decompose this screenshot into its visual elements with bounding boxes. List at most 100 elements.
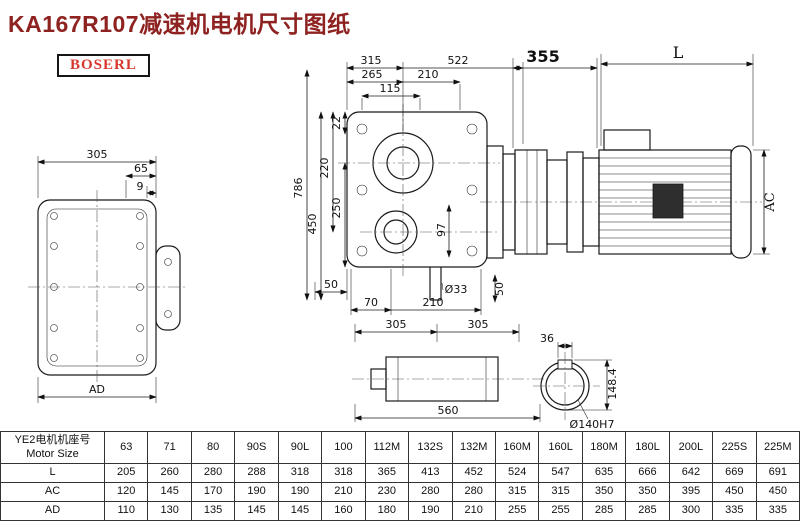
table-cell: 205 bbox=[103, 462, 149, 483]
dim-label-side-9: 9 bbox=[137, 180, 144, 193]
dim-label-50-right: 50 bbox=[493, 282, 506, 296]
dim-label-22: 22 bbox=[330, 116, 343, 130]
table-cell: 280 bbox=[451, 481, 496, 502]
table-cell: 255 bbox=[538, 500, 583, 521]
front-view: 315 522 265 210 115 786 450 220 22 250 9… bbox=[292, 54, 524, 315]
dim-label-70: 70 bbox=[364, 296, 378, 309]
table-header-cn: YE2电机机座号 bbox=[14, 434, 91, 446]
side-view-bolt-holes bbox=[50, 212, 144, 362]
dim-label-250: 250 bbox=[330, 198, 343, 219]
table-cell: 190 bbox=[408, 500, 453, 521]
dim-label-d33: Ø33 bbox=[445, 283, 468, 296]
table-cell: 315 bbox=[494, 481, 540, 502]
table-cell: 642 bbox=[668, 462, 714, 483]
dim-label-210-bottom: 210 bbox=[423, 296, 444, 309]
table-cell: 365 bbox=[364, 462, 410, 483]
motor-size-header-cell: 71 bbox=[147, 431, 192, 464]
table-cell: 145 bbox=[147, 481, 192, 502]
dim-label-AC: AC bbox=[763, 192, 778, 212]
table-cell: 255 bbox=[494, 500, 540, 521]
dim-label-786: 786 bbox=[292, 178, 305, 199]
motor-size-header-cell: 90L bbox=[277, 431, 323, 464]
dim-label-shaft-305-left: 305 bbox=[386, 318, 407, 331]
shaft-view: 305 305 560 bbox=[352, 318, 548, 422]
bore-view: 36 148.4 Ø140H7 bbox=[533, 332, 619, 431]
table-cell: 230 bbox=[364, 481, 410, 502]
dim-label-side-305: 305 bbox=[87, 148, 108, 161]
motor-size-header-cell: 200L bbox=[668, 431, 714, 464]
dim-label-560: 560 bbox=[438, 404, 459, 417]
motor-size-header-cell: 160L bbox=[538, 431, 583, 464]
dim-label-97: 97 bbox=[435, 223, 448, 237]
table-cell: 547 bbox=[538, 462, 583, 483]
table-cell: 160 bbox=[321, 500, 366, 521]
motor-size-header-cell: 180L bbox=[625, 431, 670, 464]
row-label: AD bbox=[0, 500, 105, 521]
motor-size-header-cell: 90S bbox=[234, 431, 279, 464]
table-cell: 190 bbox=[234, 481, 279, 502]
table-cell: 666 bbox=[625, 462, 670, 483]
table-cell: 145 bbox=[277, 500, 323, 521]
table-cell: 190 bbox=[277, 481, 323, 502]
motor-size-header-cell: 100 bbox=[321, 431, 366, 464]
dim-label-220: 220 bbox=[318, 158, 331, 179]
table-cell: 413 bbox=[408, 462, 453, 483]
motor-size-header-cell: 63 bbox=[103, 431, 149, 464]
table-header-first-cell: YE2电机机座号 Motor Size bbox=[0, 431, 105, 464]
table-cell: 691 bbox=[755, 462, 800, 483]
motor-size-header-cell: 132M bbox=[451, 431, 496, 464]
table-cell: 395 bbox=[668, 481, 714, 502]
table-cell: 285 bbox=[625, 500, 670, 521]
dim-label-shaft-305-right: 305 bbox=[468, 318, 489, 331]
table-cell: 260 bbox=[147, 462, 192, 483]
table-cell: 210 bbox=[451, 500, 496, 521]
table-cell: 450 bbox=[755, 481, 800, 502]
table-cell: 350 bbox=[581, 481, 627, 502]
page-title: KA167R107减速机电机尺寸图纸 bbox=[8, 11, 351, 37]
table-cell: 280 bbox=[190, 462, 236, 483]
dim-label-522: 522 bbox=[448, 54, 469, 67]
dim-label-265: 265 bbox=[362, 68, 383, 81]
dim-label-50-left: 50 bbox=[324, 278, 338, 291]
dim-label-450: 450 bbox=[306, 214, 319, 235]
table-cell: 315 bbox=[538, 481, 583, 502]
dim-label-L: L bbox=[673, 43, 684, 62]
table-cell: 170 bbox=[190, 481, 236, 502]
motor-size-header-cell: 160M bbox=[494, 431, 540, 464]
dim-label-side-65: 65 bbox=[134, 162, 148, 175]
dim-label-side-AD: AD bbox=[89, 383, 105, 396]
dim-label-210-top: 210 bbox=[418, 68, 439, 81]
table-cell: 285 bbox=[581, 500, 627, 521]
table-cell: 130 bbox=[147, 500, 192, 521]
dim-label-148: 148.4 bbox=[606, 368, 619, 400]
motor-view: 355 L AC bbox=[480, 43, 778, 259]
table-cell: 180 bbox=[364, 500, 410, 521]
table-header-en: Motor Size bbox=[26, 448, 79, 461]
table-cell: 318 bbox=[321, 462, 366, 483]
motor-size-header-cell: 132S bbox=[408, 431, 453, 464]
dim-label-115: 115 bbox=[380, 82, 401, 95]
technical-drawing: 305 65 9 AD 315 522 bbox=[28, 43, 778, 431]
table-cell: 110 bbox=[103, 500, 149, 521]
motor-size-header-cell: 80 bbox=[190, 431, 236, 464]
table-cell: 524 bbox=[494, 462, 540, 483]
table-cell: 350 bbox=[625, 481, 670, 502]
table-cell: 669 bbox=[712, 462, 757, 483]
front-view-bolt-holes bbox=[356, 123, 478, 257]
table-cell: 135 bbox=[190, 500, 236, 521]
table-cell: 452 bbox=[451, 462, 496, 483]
table-cell: 450 bbox=[712, 481, 757, 502]
table-cell: 318 bbox=[277, 462, 323, 483]
table-cell: 335 bbox=[712, 500, 757, 521]
motor-size-header-cell: 225M bbox=[755, 431, 800, 464]
table-cell: 288 bbox=[234, 462, 279, 483]
table-cell: 145 bbox=[234, 500, 279, 521]
table-cell: 280 bbox=[408, 481, 453, 502]
row-label: AC bbox=[0, 481, 105, 502]
dim-label-355: 355 bbox=[526, 47, 559, 66]
